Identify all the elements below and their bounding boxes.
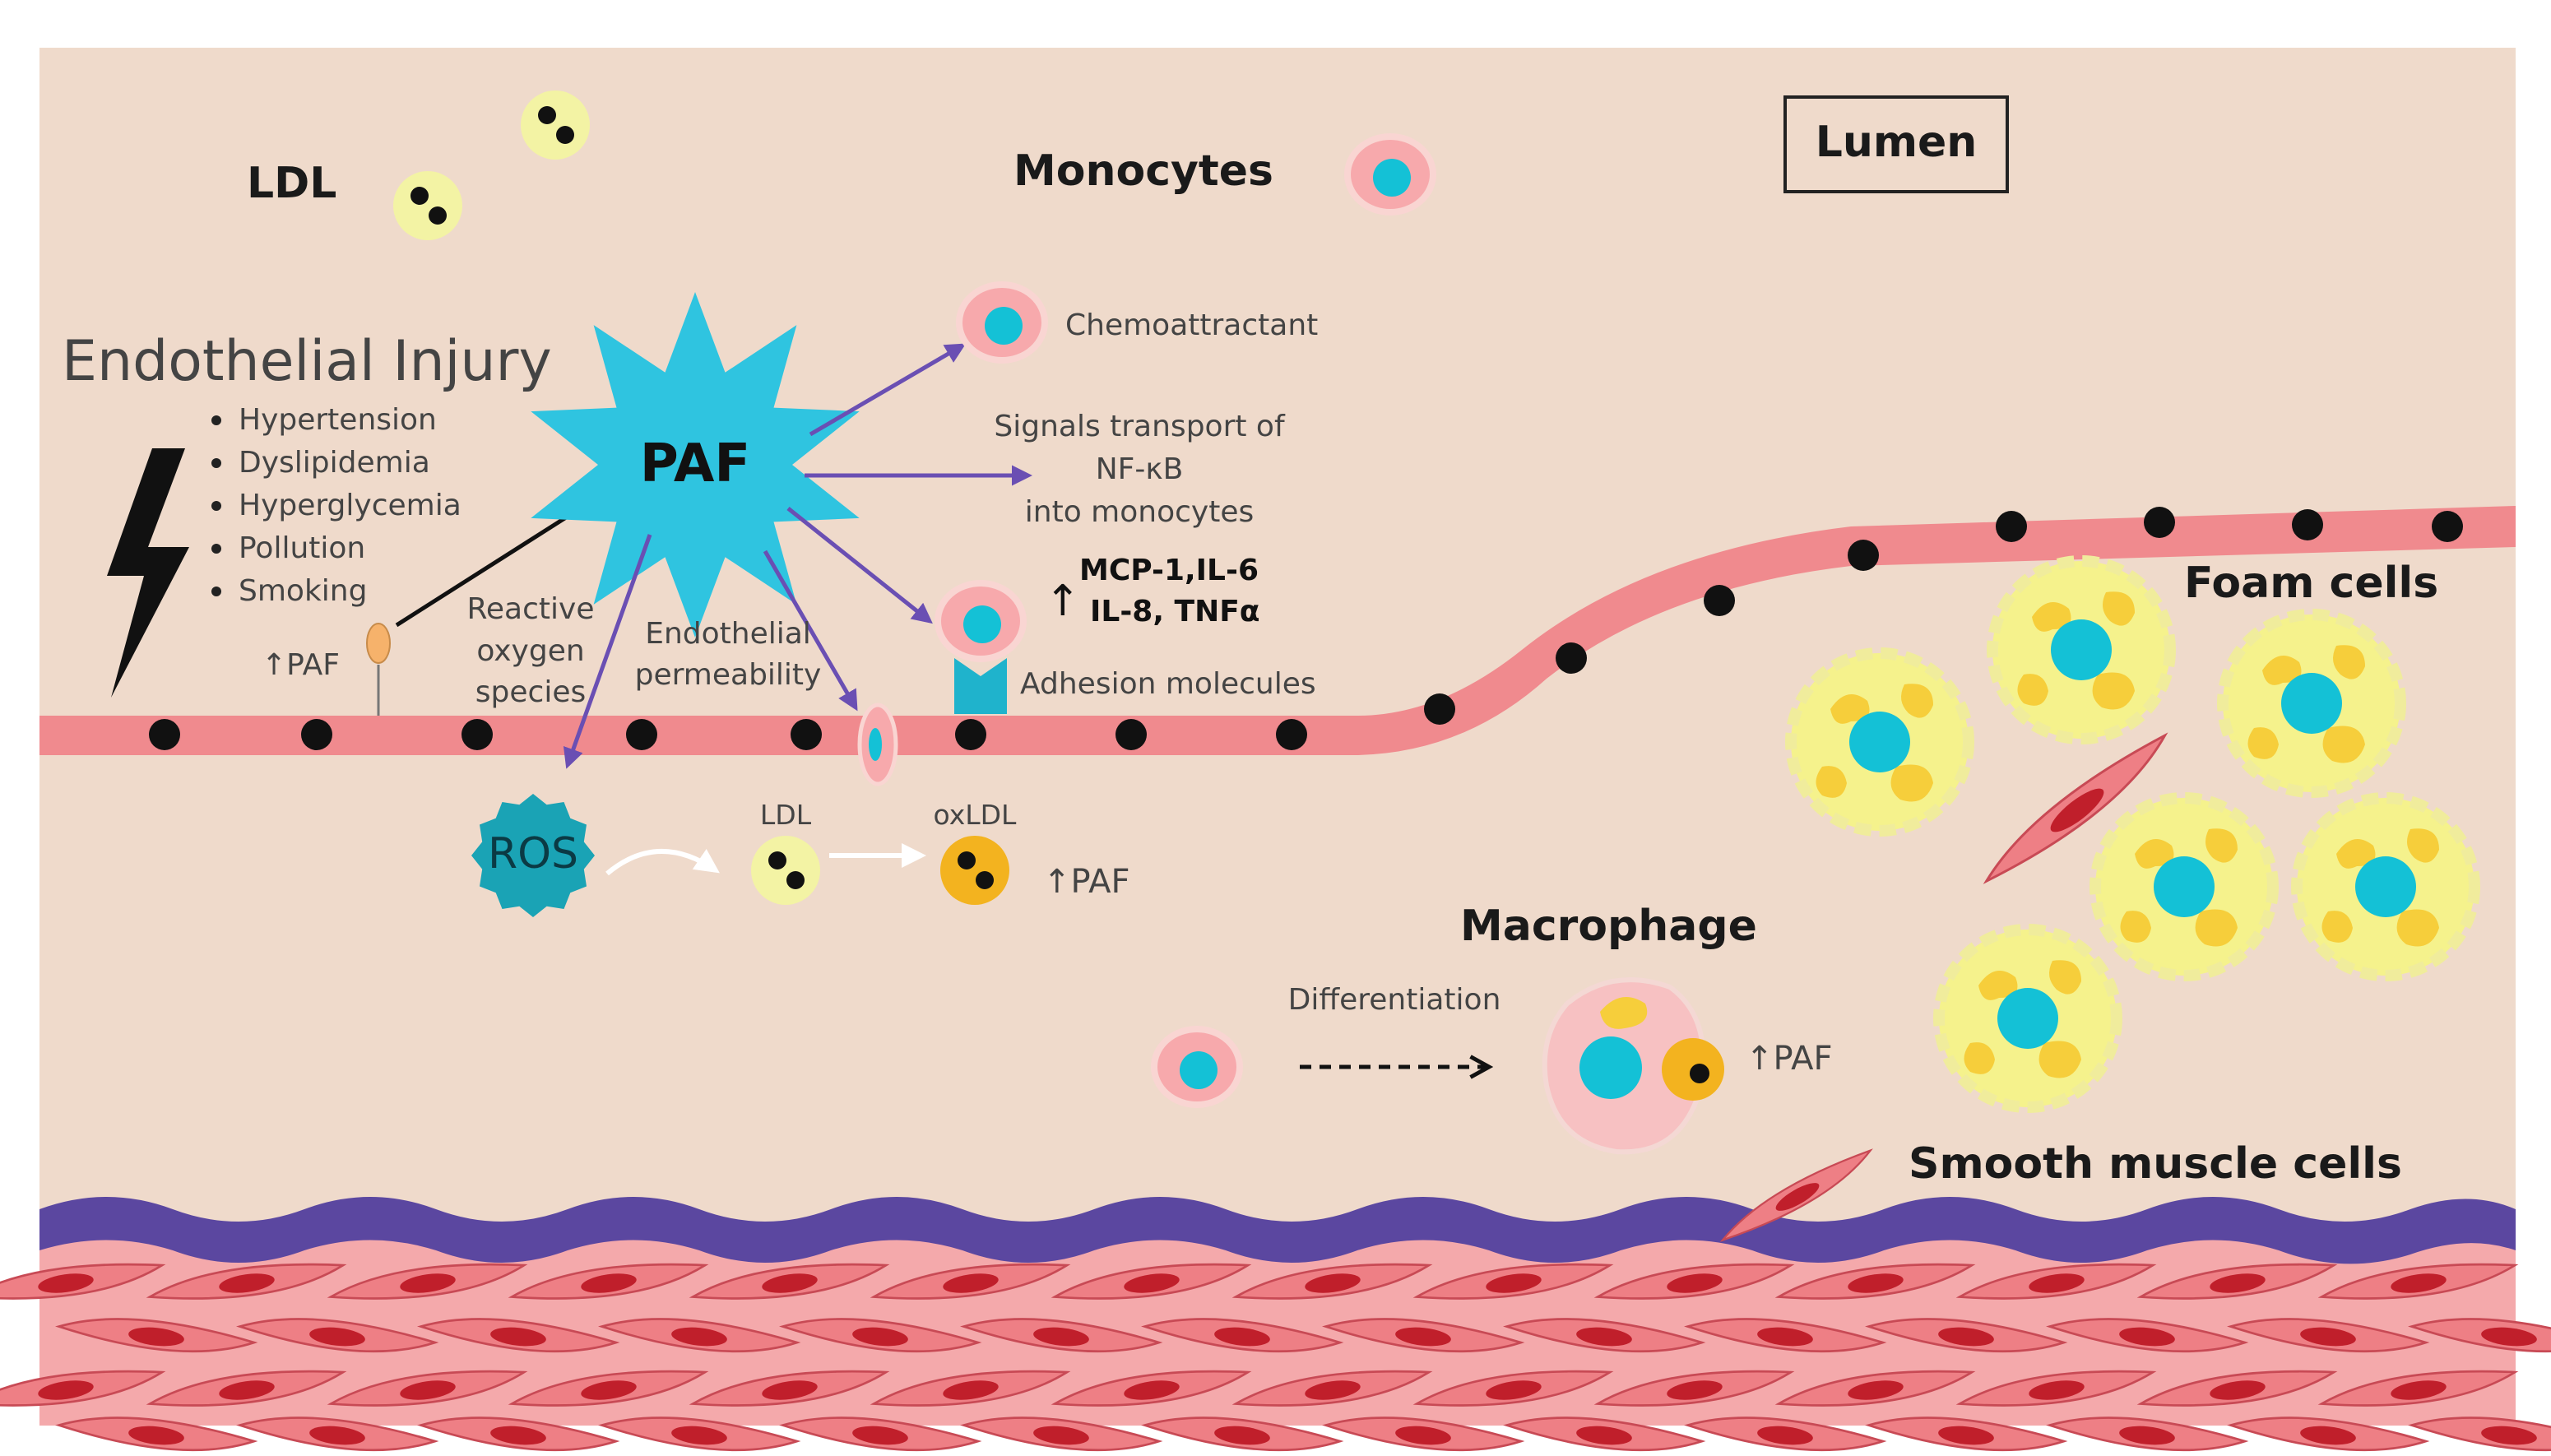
monocytes-label: Monocytes <box>1013 146 1273 196</box>
signals-label-line2: NF-κB <box>1096 452 1184 486</box>
foam-cell-icon <box>2297 798 2474 976</box>
paf-label: PAF <box>640 434 750 494</box>
ldl-particle-icon <box>751 836 820 905</box>
chemoattractant-label: Chemoattractant <box>1065 308 1318 342</box>
arrow-ros <box>563 534 652 769</box>
permeability-label-line2: permeability <box>635 658 822 692</box>
risk-factor-item: Hypertension <box>239 403 437 437</box>
receptor-icon <box>954 658 1007 714</box>
risk-factor-bullet <box>211 501 221 511</box>
differentiation-label: Differentiation <box>1288 983 1501 1017</box>
ros-label-line2: oxygen <box>476 634 584 668</box>
foam-cell-icon <box>2223 614 2400 792</box>
risk-factor-bullet <box>211 544 221 554</box>
cytokines-arrow: ↑ <box>1045 577 1081 626</box>
paf-up-left-label: ↑PAF <box>262 648 340 682</box>
ros-to-ldl-arrow <box>605 848 720 876</box>
endothelial-nuclei <box>149 507 2463 750</box>
paf-up-macrophage-label: ↑PAF <box>1746 1040 1832 1078</box>
arrow-cytokines <box>786 507 933 624</box>
oxldl-particle-icon <box>940 836 1009 905</box>
monocyte-icon <box>1154 1029 1240 1105</box>
risk-factor-bullet <box>211 458 221 468</box>
risk-factor-bullet <box>211 415 221 425</box>
paf-up-oxldl-label: ↑PAF <box>1043 863 1129 901</box>
adhered-monocyte-icon <box>938 583 1023 659</box>
risk-factor-item: Pollution <box>239 531 365 565</box>
adhesion-label: Adhesion molecules <box>1020 667 1316 701</box>
permeability-label-line1: Endothelial <box>645 617 811 651</box>
paf-molecule-icon <box>366 623 391 716</box>
paf-star-icon <box>531 292 860 638</box>
lumen-label: Lumen <box>1816 118 1978 167</box>
cytokines-line1: MCP-1,IL-6 <box>1079 554 1259 587</box>
macrophage-icon <box>1542 977 1724 1155</box>
ros-blob-icon <box>471 794 595 917</box>
signals-label-line1: Signals transport of <box>994 410 1286 443</box>
risk-factor-item: Dyslipidemia <box>239 446 430 480</box>
arrow-permeability <box>763 549 858 712</box>
ldl-label: LDL <box>247 159 336 208</box>
arrow-chemoattractant <box>809 343 967 437</box>
elastic-membrane <box>39 1197 2516 1264</box>
ros-label-line3: species <box>475 675 586 709</box>
foam-cell-icon <box>1992 561 2170 739</box>
transmigrating-monocyte-icon <box>857 702 898 786</box>
ldl-small-label: LDL <box>760 799 812 831</box>
monocyte-icon <box>959 285 1045 360</box>
ros-label: ROS <box>488 829 578 879</box>
lightning-icon <box>107 448 189 698</box>
risk-factor-list: HypertensionDyslipidemiaHyperglycemiaPol… <box>211 403 461 608</box>
ldl-particle-icon <box>521 90 590 160</box>
ldl-particle-icon <box>393 171 462 240</box>
risk-factor-bullet <box>211 587 221 596</box>
risk-factor-item: Hyperglycemia <box>239 489 461 522</box>
foam-cell-icon <box>1791 653 1969 831</box>
foam-cell-icon <box>2095 798 2273 976</box>
paf-induction-arrow <box>395 499 595 628</box>
endothelial-injury-title: Endothelial Injury <box>62 329 552 394</box>
risk-factor-item: Smoking <box>239 574 367 608</box>
lumen-box <box>1783 95 2009 193</box>
cytokines-line2: IL-8, TNFα <box>1090 595 1260 628</box>
ros-label-line1: Reactive <box>467 592 595 626</box>
foam-cells-label: Foam cells <box>2184 559 2438 608</box>
oxldl-label: oxLDL <box>934 799 1018 831</box>
smooth-muscle-label: Smooth muscle cells <box>1909 1139 2402 1189</box>
signals-label-line3: into monocytes <box>1025 495 1254 529</box>
monocyte-icon <box>1347 137 1433 212</box>
macrophage-label: Macrophage <box>1460 902 1757 951</box>
endothelium <box>39 506 2516 755</box>
foam-cell-icon <box>1939 930 2117 1107</box>
